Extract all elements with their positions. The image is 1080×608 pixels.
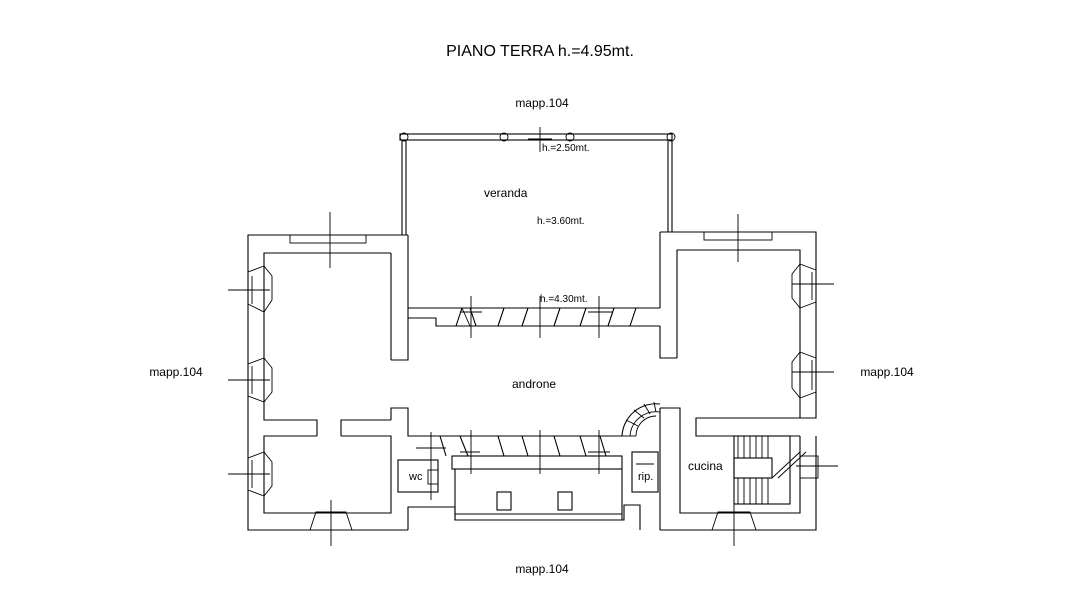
neighbor-label-right: mapp.104 <box>860 365 914 379</box>
room-label-veranda: veranda <box>484 186 528 200</box>
straight-stair <box>733 435 807 505</box>
room-label-rip: rip. <box>638 471 653 483</box>
plan-title: PIANO TERRA h.=4.95mt. <box>446 43 634 60</box>
room-label-wc: wc <box>408 471 423 483</box>
room-label-cucina: cucina <box>688 459 723 473</box>
veranda-structure <box>399 127 676 235</box>
window-markers <box>228 212 838 546</box>
corridor-upper-wall <box>391 232 677 361</box>
height-label-veranda-canopy: h.=2.50mt. <box>542 143 590 154</box>
neighbor-label-top: mapp.104 <box>515 96 569 110</box>
neighbor-label-left: mapp.104 <box>149 365 203 379</box>
height-label-veranda: h.=3.60mt. <box>537 216 585 227</box>
room-label-androne: androne <box>512 377 556 391</box>
wc-room <box>397 432 446 500</box>
height-label-corridor: h.=4.30mt. <box>540 294 588 305</box>
neighbor-label-bottom: mapp.104 <box>515 562 569 576</box>
corridor-lower-wall <box>390 407 641 530</box>
spiral-stair <box>621 401 661 493</box>
